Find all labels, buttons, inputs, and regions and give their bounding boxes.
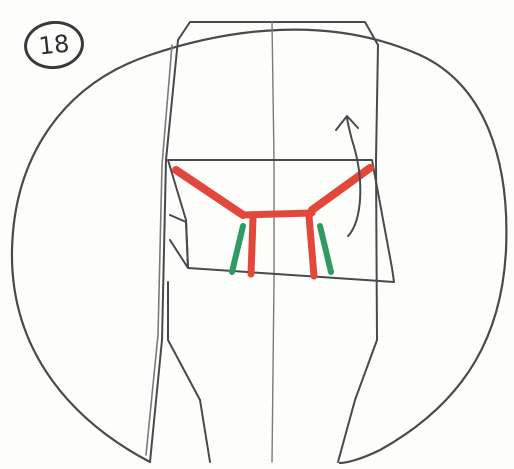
red-crease-left-vertical [251, 218, 253, 274]
green-crease-right [320, 226, 331, 272]
lower-left-taper [168, 282, 210, 462]
paper-left-edge [150, 40, 178, 462]
red-crease-right-diagonal [312, 168, 370, 210]
paper-left-edge-inner [146, 45, 172, 455]
green-crease-left [232, 226, 243, 272]
red-crease-lines [176, 168, 370, 276]
red-crease-left-diagonal [176, 170, 243, 215]
red-crease-right-vertical [309, 216, 314, 276]
paper-right-edge [338, 45, 378, 462]
flap-left-fold [170, 215, 188, 268]
center-crease [272, 22, 274, 462]
outline-circle [12, 30, 506, 463]
